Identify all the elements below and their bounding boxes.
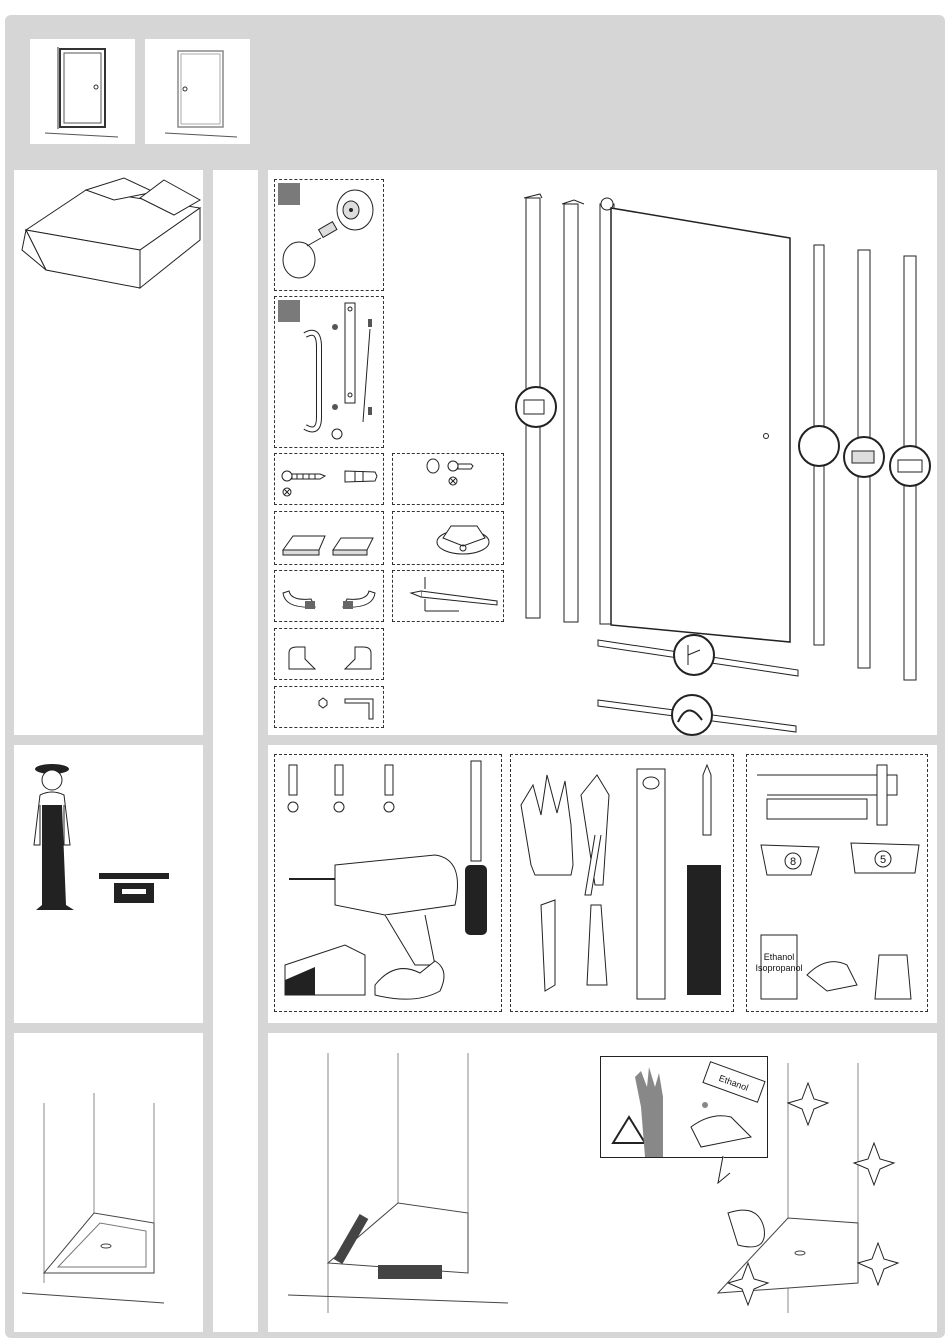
svg-text:Isopropanol: Isopropanol (755, 963, 802, 973)
bit-icons (288, 765, 394, 812)
carton-box-icon (14, 170, 203, 290)
shower-corner-panel (14, 1033, 203, 1332)
spacer-8: 8 (761, 845, 819, 875)
door-variant-framed (30, 39, 135, 144)
sealant-group: 8 5 Ethanol Isopropanol (746, 754, 928, 1012)
hand-tools-group (510, 754, 734, 1012)
svg-text:8: 8 (790, 856, 796, 868)
clean-surface-drawing (268, 1033, 937, 1332)
shower-tray-icon (14, 1033, 203, 1332)
door-variant-frameless (145, 39, 250, 144)
profile-callout-icon (890, 446, 930, 486)
spacer-5: 5 (851, 843, 919, 873)
instruction-sheet: 8 5 Ethanol Isopropanol (5, 15, 945, 1338)
parts-panel (268, 170, 937, 735)
frameless-door-icon (145, 39, 250, 144)
svg-text:5: 5 (880, 854, 886, 866)
profile-callout-icon (516, 387, 556, 427)
power-tools-group (274, 754, 502, 1012)
installer-panel (14, 745, 203, 1023)
svg-text:Ethanol: Ethanol (764, 952, 795, 962)
profile-callout-icon (674, 635, 714, 675)
door-assembly-drawing (268, 170, 937, 735)
side-strip (213, 170, 258, 1332)
profile-callout-icon (799, 426, 839, 466)
framed-door-icon (30, 39, 135, 144)
profile-callout-icon (672, 695, 712, 735)
tools-panel: 8 5 Ethanol Isopropanol (268, 745, 937, 1023)
installer-person-icon (14, 745, 203, 1023)
box-panel (14, 170, 203, 735)
prep-panel: Ethanol (268, 1033, 937, 1332)
